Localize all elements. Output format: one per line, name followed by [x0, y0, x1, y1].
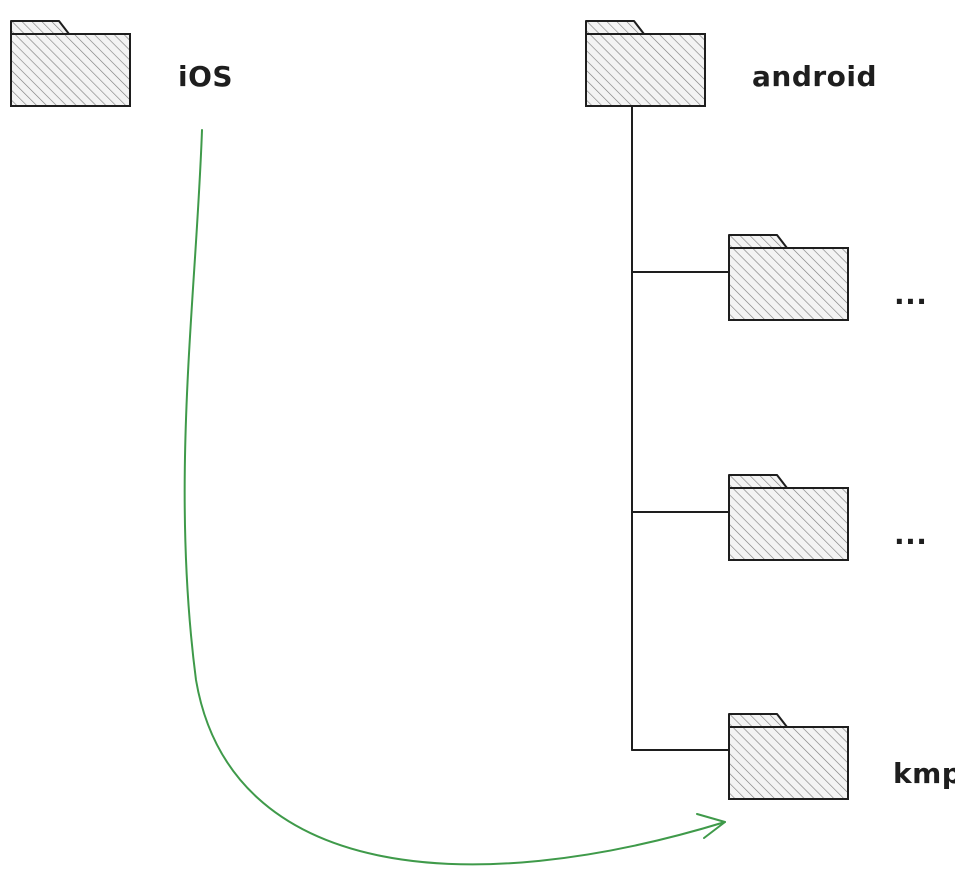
node-label-android: android	[752, 60, 877, 93]
folder-icon	[585, 20, 706, 107]
ios-to-kmp-arrow	[183, 129, 726, 866]
folder-icon	[728, 474, 849, 561]
node-label-child2: ...	[894, 518, 927, 551]
folder-icon	[728, 713, 849, 800]
folder-icon	[10, 20, 131, 107]
node-label-kmp: kmp	[893, 757, 955, 790]
node-label-ios: iOS	[178, 60, 233, 93]
folder-icon	[728, 234, 849, 321]
arrow-head	[696, 813, 726, 839]
node-label-child1: ...	[894, 278, 927, 311]
arrow-curve	[183, 129, 726, 866]
tree-connectors	[631, 104, 731, 751]
